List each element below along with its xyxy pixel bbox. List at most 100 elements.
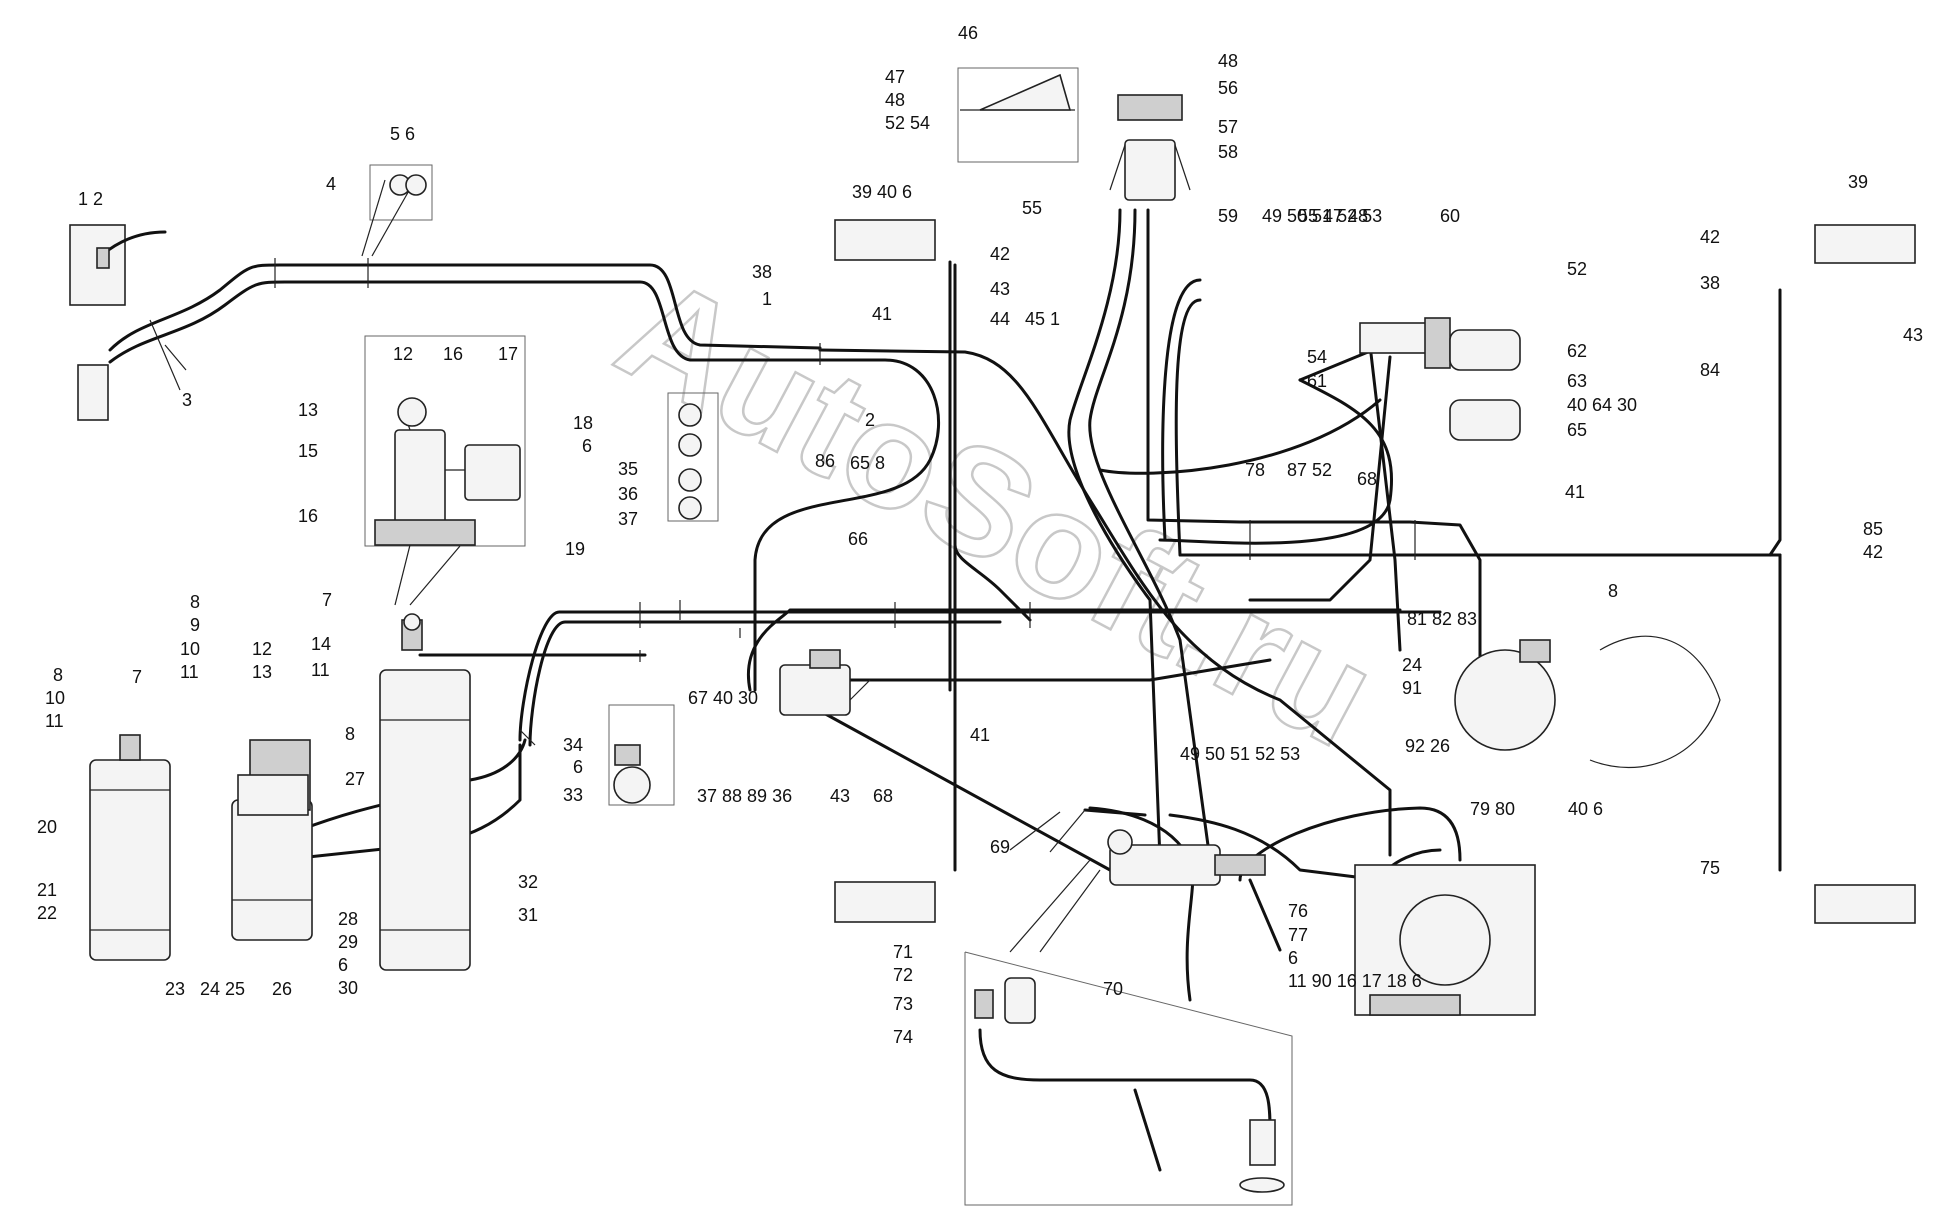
compressor-assembly <box>374 397 521 546</box>
callout-label: 26 <box>272 979 292 999</box>
callout-label: 45 1 <box>1025 309 1060 329</box>
callout-label: 4 <box>326 174 336 194</box>
callout-label: 57 <box>1218 117 1238 137</box>
callout-label: 78 <box>1245 460 1265 480</box>
callout-label: 41 <box>872 304 892 324</box>
callout-label: 10 <box>180 639 200 659</box>
callout-label: 38 <box>752 262 772 282</box>
callout-label: 6 <box>1288 948 1298 968</box>
filter-55-57 <box>1109 94 1191 201</box>
callout-label: 77 <box>1288 925 1308 945</box>
callout-label: 92 26 <box>1405 736 1450 756</box>
callout-label: 19 <box>565 539 585 559</box>
callout-label: 48 <box>1218 51 1238 71</box>
callout-label: 44 <box>990 309 1010 329</box>
callout-label: 79 80 <box>1470 799 1515 819</box>
callout-label: 24 25 <box>200 979 245 999</box>
callout-label: 39 40 6 <box>852 182 912 202</box>
callout-label: 48 <box>885 90 905 110</box>
pipe-connectors <box>274 258 1416 746</box>
callout-label: 32 <box>518 872 538 892</box>
callout-label: 1 2 <box>78 189 103 209</box>
callout-label: 3 <box>182 390 192 410</box>
callout-label: 52 <box>1567 259 1587 279</box>
callout-label: 68 <box>1357 469 1377 489</box>
air-tank-large <box>379 613 471 971</box>
fitting-33-34 <box>613 744 651 804</box>
valve-35-37 <box>678 403 702 520</box>
callout-label: 16 <box>443 344 463 364</box>
callout-label: 31 <box>518 905 538 925</box>
callout-label: 15 <box>298 441 318 461</box>
callout-label: 10 <box>45 688 65 708</box>
callout-label: 72 <box>893 965 913 985</box>
callout-label: 18 <box>573 413 593 433</box>
callout-label: 23 <box>165 979 185 999</box>
callout-label: 84 <box>1700 360 1720 380</box>
callout-label: 61 <box>1307 371 1327 391</box>
callout-label: 39 <box>1848 172 1868 192</box>
air-tank-middle <box>231 739 313 941</box>
callout-label: 42 <box>1700 227 1720 247</box>
callout-label: 86 <box>815 451 835 471</box>
callout-label: 41 <box>970 725 990 745</box>
inset-boxes <box>364 67 1293 1206</box>
spring-brake-chamber-81 <box>1454 635 1721 768</box>
callout-label: 20 <box>37 817 57 837</box>
callout-label: 85 <box>1863 519 1883 539</box>
callout-label: 33 <box>563 785 583 805</box>
callout-label: 30 <box>338 978 358 998</box>
callout-label: 7 <box>132 667 142 687</box>
callout-label: 75 <box>1700 858 1720 878</box>
hose-fitting-1-2 <box>69 224 167 421</box>
callout-labels: 1 2 3 4 5 6 12 13 15 16 16 17 18 6 19 7 … <box>37 23 1923 1047</box>
callout-label: 21 <box>37 880 57 900</box>
callout-label: 54 <box>1307 347 1327 367</box>
callout-label: 55 <box>1022 198 1042 218</box>
callout-label: 7 <box>322 590 332 610</box>
callout-label: 49 50 51 52 53 <box>1262 206 1382 226</box>
air-tank-left <box>89 734 171 961</box>
brake-cylinder-75 <box>1107 829 1266 886</box>
callout-label: 46 <box>958 23 978 43</box>
callout-label: 8 <box>1608 581 1618 601</box>
callout-label: 22 <box>37 903 57 923</box>
callout-label: 36 <box>618 484 638 504</box>
callout-label: 11 <box>45 711 64 731</box>
callout-label: 87 52 <box>1287 460 1332 480</box>
air-dryer-unit <box>960 73 1075 111</box>
callout-label: 68 <box>873 786 893 806</box>
callout-label: 52 54 <box>885 113 930 133</box>
callout-label: 43 <box>830 786 850 806</box>
callout-label: 12 <box>252 639 272 659</box>
callout-label: 8 <box>53 665 63 685</box>
callout-label: 69 <box>990 837 1010 857</box>
callout-label: 66 <box>848 529 868 549</box>
leader-lines <box>149 179 1101 953</box>
callout-label: 70 <box>1103 979 1123 999</box>
callout-label: 47 <box>885 67 905 87</box>
callout-label: 6 <box>338 955 348 975</box>
callout-label: 58 <box>1218 142 1238 162</box>
callout-label: 24 <box>1402 655 1422 675</box>
callout-label: 28 <box>338 909 358 929</box>
callout-label: 42 <box>990 244 1010 264</box>
callout-label: 17 <box>498 344 518 364</box>
callout-label: 35 <box>618 459 638 479</box>
callout-label: 42 <box>1863 542 1883 562</box>
callout-label: 9 <box>190 615 200 635</box>
callout-label: 76 <box>1288 901 1308 921</box>
callout-label: 43 <box>1903 325 1923 345</box>
callout-label: 6 <box>573 757 583 777</box>
callout-label: 40 6 <box>1568 799 1603 819</box>
callout-label: 14 <box>311 634 331 654</box>
callout-label: 43 <box>990 279 1010 299</box>
callout-label: 8 <box>345 724 355 744</box>
callout-label: 62 <box>1567 341 1587 361</box>
valve-4-5-6 <box>389 174 427 196</box>
callout-label: 8 <box>190 592 200 612</box>
brake-valve-66 <box>779 649 851 716</box>
callout-label: 49 50 51 52 53 <box>1180 744 1300 764</box>
